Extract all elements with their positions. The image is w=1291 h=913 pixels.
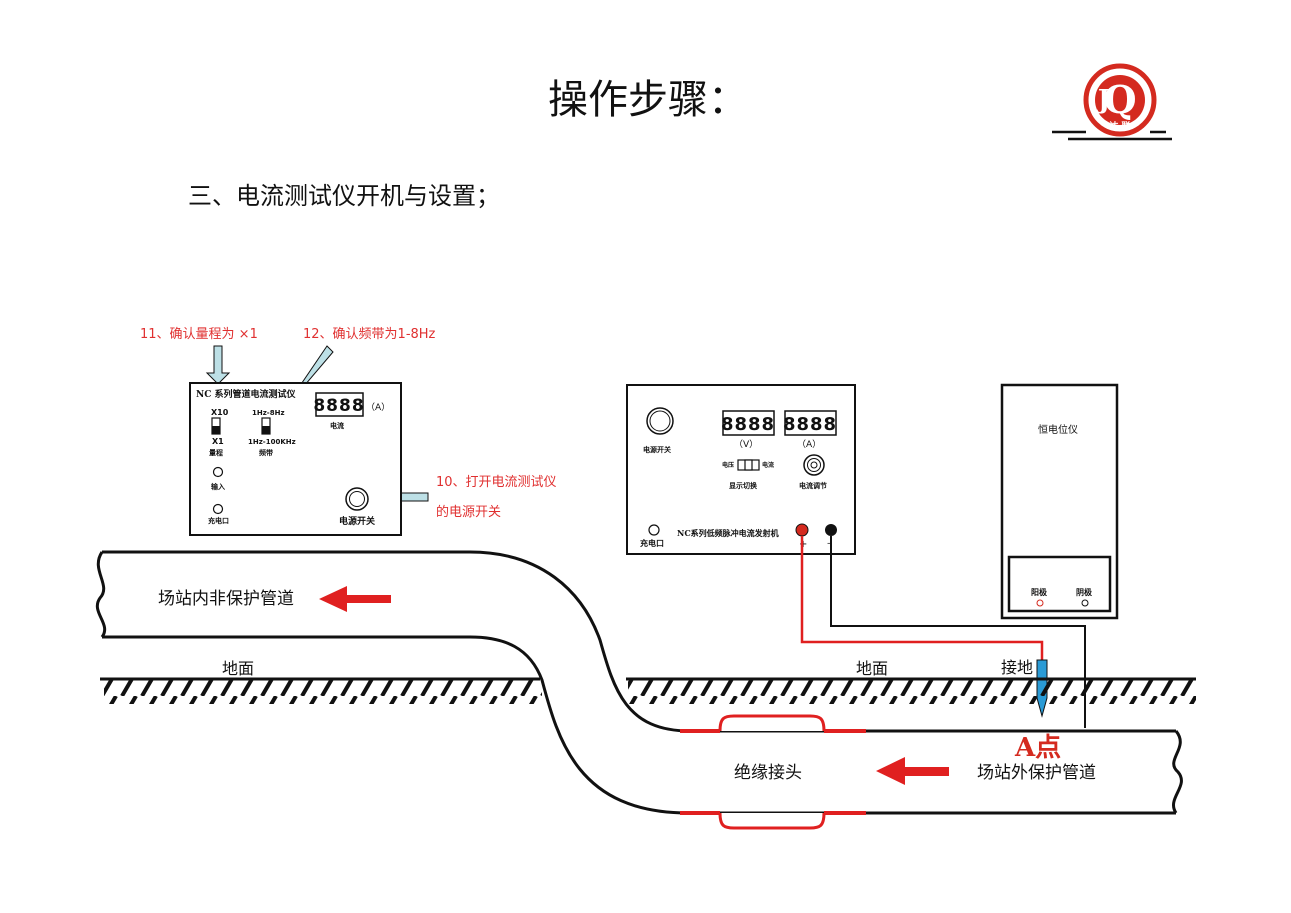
step-10-note-line2: 的电源开关 [436, 504, 501, 520]
display-switch[interactable] [737, 459, 760, 471]
step-11-note: 11、确认量程为 ×1 [140, 327, 258, 342]
display-switch-label: 显示切换 [729, 481, 758, 490]
negative-terminal[interactable] [825, 524, 837, 536]
anode-terminal[interactable] [1036, 599, 1044, 607]
current-display [315, 392, 364, 417]
current-display-unit: （A） [366, 402, 390, 413]
insulating-joint-label: 绝缘接头 [734, 763, 802, 783]
page-title: 操作步骤： [548, 77, 748, 123]
negative-sign: – [827, 538, 832, 549]
potentiostat-cabinet: 恒电位仪 阳极 阴极 [1000, 383, 1119, 620]
band-low-label: 1Hz-100KHz [248, 438, 296, 446]
logo-glyph-j: J [1096, 85, 1110, 115]
voltage-display-unit: （V） [734, 439, 758, 450]
band-high-label: 1Hz-8Hz [252, 409, 285, 417]
cathode-label: 阴极 [1076, 587, 1092, 597]
flow-arrow-inner [319, 586, 391, 612]
transmitter-charge-label: 充电口 [640, 538, 664, 548]
step-11-arrow [205, 345, 231, 385]
charge-port-label: 充电口 [208, 516, 229, 525]
transmitter-power-label: 电源开关 [643, 445, 671, 454]
amp-display-digits: 8888 [783, 414, 837, 435]
amp-display [784, 410, 837, 436]
positive-wire [800, 536, 1044, 660]
current-display-label: 电流 [330, 421, 344, 430]
company-logo: Q J 达 联 [1052, 63, 1172, 141]
current-tester-panel: NC 系列管道电流测试仪 X10 X1 量程 1Hz-8Hz 1Hz-100KH… [189, 382, 402, 536]
flow-arrow-outer [876, 757, 949, 785]
point-a-label: A点 [1014, 732, 1061, 763]
outer-pipe-label: 场站外保护管道 [977, 763, 1096, 783]
step-10-note-line1: 10、打开电流测试仪 [436, 475, 557, 490]
ground-right [626, 677, 1196, 704]
inner-pipe-label: 场站内非保护管道 [158, 589, 294, 609]
potentiostat-title: 恒电位仪 [1038, 423, 1078, 436]
section-heading: 三、电流测试仪开机与设置； [188, 182, 500, 210]
range-label: 量程 [209, 448, 223, 457]
positive-terminal[interactable] [795, 523, 809, 537]
transmitter-panel: 电源开关 8888 （V） 8888 （A） 电压 电流 显示切换 电流调节 充… [626, 384, 856, 555]
anode-label: 阳极 [1031, 587, 1047, 597]
tester-power-label: 电源开关 [339, 515, 375, 527]
switch-voltage-label: 电压 [722, 461, 734, 469]
ground-label-left: 地面 [222, 659, 254, 678]
voltage-display-digits: 8888 [721, 414, 775, 435]
cathode-terminal[interactable] [1081, 599, 1089, 607]
band-label: 频带 [259, 448, 273, 457]
ground-left [100, 677, 542, 704]
range-x10-label: X10 [211, 408, 229, 417]
logo-glyph: Q [1103, 77, 1136, 122]
transmitter-model-label: NC系列低频脉冲电流发射机 [677, 528, 779, 538]
grounding-label: 接地 [1001, 658, 1033, 677]
current-tester-title: NC 系列管道电流测试仪 [196, 388, 297, 400]
step-12-note: 12、确认频带为1-8Hz [303, 327, 436, 342]
logo-text: 达 联 [1109, 120, 1131, 132]
input-label: 输入 [211, 482, 225, 491]
pipeline [96, 550, 1183, 815]
charge-port[interactable] [212, 503, 224, 515]
voltage-display [722, 410, 775, 436]
range-x1-label: X1 [212, 437, 224, 446]
amp-display-unit: （A） [797, 439, 821, 450]
ground-label-right: 地面 [856, 659, 888, 678]
current-adjust-label: 电流调节 [799, 481, 827, 490]
switch-current-label: 电流 [762, 461, 774, 469]
input-jack[interactable] [212, 466, 224, 478]
transmitter-charge-port[interactable] [648, 524, 660, 536]
negative-wire [830, 536, 1086, 728]
insulating-joint [680, 714, 866, 830]
current-display-digits: 8888 [313, 396, 364, 416]
